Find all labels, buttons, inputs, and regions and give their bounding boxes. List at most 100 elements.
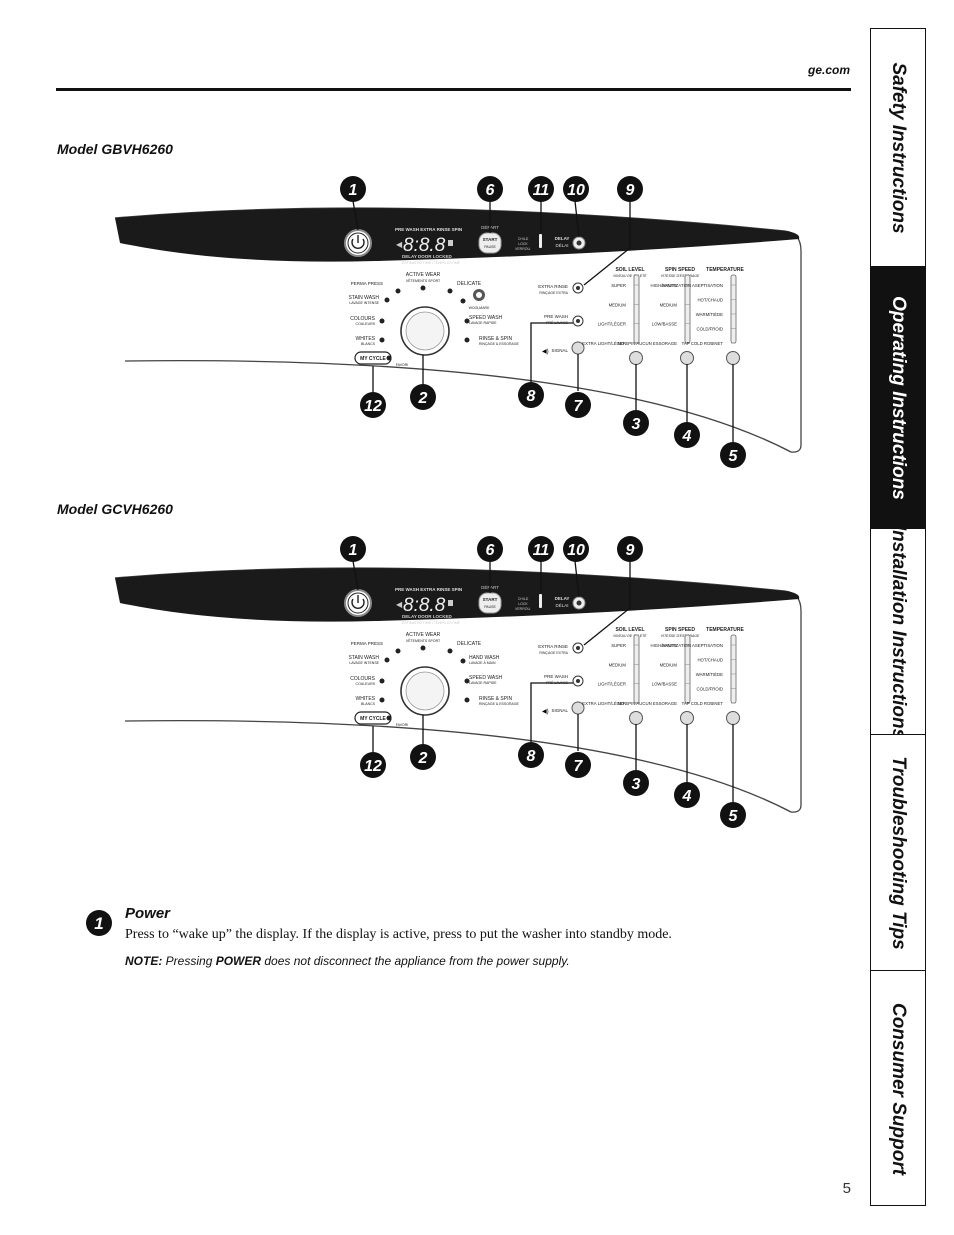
woolmark-icon <box>473 289 485 301</box>
callout-leader <box>352 560 359 591</box>
cycle-indicator-dot <box>447 648 453 654</box>
spin-speed-level: NO SPIN AUCUN ESSORAGE <box>618 341 677 346</box>
temperature-title: TEMPERATURE <box>706 627 744 633</box>
cycle-indicator-dot <box>386 355 392 361</box>
pause-label: PAUSE <box>484 605 496 609</box>
spin-speed-level: MEDIUM <box>660 662 678 667</box>
cycle-perma-press: PERMA PRESS <box>351 281 383 286</box>
cycle-indicator-dot <box>384 297 390 303</box>
display-indicators: PRE WASH EXTRA RINSE SPIN <box>395 227 462 232</box>
svg-text:6: 6 <box>486 182 495 199</box>
temperature-level: SANITIZATION ASEPTISATION <box>662 643 723 648</box>
signal-label: SIGNAL <box>551 708 568 713</box>
display-digits: 8:8.8 <box>403 235 446 256</box>
extra-rinse-label: EXTRA RINSE <box>538 644 568 649</box>
callout-7-icon: 7 <box>565 752 591 778</box>
soil-level-button[interactable] <box>629 711 643 725</box>
callout-leader <box>574 200 580 238</box>
spin-speed-level: NO SPIN AUCUN ESSORAGE <box>618 701 677 706</box>
soil-level-level: LIGHT/LÉGER <box>598 682 626 687</box>
note-power: POWER <box>215 954 262 968</box>
svg-text:3: 3 <box>632 776 641 793</box>
cycle-indicator-dot <box>386 715 392 721</box>
tab-safety[interactable]: Safety Instructions <box>871 29 925 267</box>
cycle-indicator-dot <box>395 288 401 294</box>
temperature-level: HOT/CHAUD <box>697 298 723 303</box>
tab-troubleshooting[interactable]: Troubleshooting Tips <box>871 735 925 971</box>
temperature-level: WARM/TIÈDE <box>696 672 723 677</box>
spin-speed-title: SPIN SPEED <box>665 627 695 633</box>
tab-installation[interactable]: Installation Instructions <box>871 529 925 735</box>
callout-10-icon: 10 <box>563 176 589 202</box>
spin-speed-button[interactable] <box>680 351 694 365</box>
callout-9-icon: 9 <box>617 536 643 562</box>
soil-level-title-fr: NIVEAU DE SALETÉ <box>613 273 647 278</box>
callout-4-icon: 4 <box>674 782 700 808</box>
soil-level-level: LIGHT/LÉGER <box>598 322 626 327</box>
cycle-stain-wash-fr: LAVAGE INTENSE <box>349 301 379 305</box>
display-digits: 8:8.8 <box>403 595 446 616</box>
extra-rinse-button[interactable] <box>572 282 584 294</box>
callout-5-icon: 5 <box>720 442 746 468</box>
cycle-hand-wash: HAND WASH <box>469 655 500 661</box>
callout-8-icon: 8 <box>518 382 544 408</box>
cycle-indicator-dot <box>379 697 385 703</box>
svg-text:10: 10 <box>567 182 585 199</box>
svg-text:3: 3 <box>632 416 641 433</box>
note-label: NOTE: <box>125 954 163 968</box>
power-button[interactable] <box>344 229 372 257</box>
start-button[interactable] <box>478 232 502 254</box>
lock-label: VERROU. <box>515 607 531 611</box>
cycle-colours: COLOURS <box>350 316 375 322</box>
callout-leader <box>530 682 573 743</box>
temperature-button[interactable] <box>726 351 740 365</box>
callout-1-icon: 1 <box>340 176 366 202</box>
pre-wash-button[interactable] <box>572 675 584 687</box>
cycle-whites-fr: BLANCS <box>361 342 376 346</box>
temperature-level: TAP COLD ROBINET <box>682 701 724 706</box>
callout-8-icon: 8 <box>518 742 544 768</box>
model-title-1: Model GBVH6260 <box>57 141 173 157</box>
callout-number-icon: 1 <box>86 910 112 936</box>
spin-speed-button[interactable] <box>680 711 694 725</box>
favori-label: FAVORI <box>396 723 409 727</box>
callout-leader <box>352 200 359 231</box>
my-cycle-label: MY CYCLE <box>360 716 386 722</box>
cycle-rinse-spin: RINSE & SPIN <box>479 696 512 702</box>
cycle-selector-knob[interactable] <box>400 666 450 716</box>
svg-text:12: 12 <box>364 398 382 415</box>
pre-wash-label: PRE WASH <box>544 314 568 319</box>
svg-text:8: 8 <box>527 388 536 405</box>
soil-level-button[interactable] <box>629 351 643 365</box>
svg-text:9: 9 <box>626 182 635 199</box>
cycle-speed-wash: SPEED WASH <box>469 315 503 321</box>
cycle-rinse-spin-fr: RINÇAGE & ESSORAGE <box>479 342 520 346</box>
lock-label: LOCK <box>518 242 528 246</box>
tab-consumer-support[interactable]: Consumer Support <box>888 1002 909 1176</box>
cycle-selector-knob[interactable] <box>400 306 450 356</box>
pre-wash-button[interactable] <box>572 315 584 327</box>
delay-button[interactable] <box>572 596 586 610</box>
cycle-colours: COLOURS <box>350 676 375 682</box>
extra-rinse-button[interactable] <box>572 642 584 654</box>
cycle-colours-fr: COULEURS <box>356 682 376 686</box>
temperature-button[interactable] <box>726 711 740 725</box>
power-heading: Power <box>125 905 171 922</box>
soil-level-title: SOIL LEVEL <box>615 627 644 633</box>
svg-text:11: 11 <box>533 182 550 199</box>
callout-3-icon: 3 <box>623 410 649 436</box>
cycle-indicator-dot <box>464 678 470 684</box>
delay-button[interactable] <box>572 236 586 250</box>
cycle-indicator-dot <box>447 288 453 294</box>
power-button[interactable] <box>344 589 372 617</box>
delay-label-fr: DÉLAI <box>555 602 568 608</box>
cycle-indicator-dot <box>460 298 466 304</box>
cycle-speed-wash-fr: LAVAGE RAPIDE <box>469 681 497 685</box>
svg-text:5: 5 <box>729 448 739 465</box>
start-button[interactable] <box>478 592 502 614</box>
temperature-title: TEMPERATURE <box>706 267 744 273</box>
spin-speed-level: HIGH/HAUTE <box>651 283 678 288</box>
tab-operating[interactable]: Operating Instructions <box>871 267 925 529</box>
